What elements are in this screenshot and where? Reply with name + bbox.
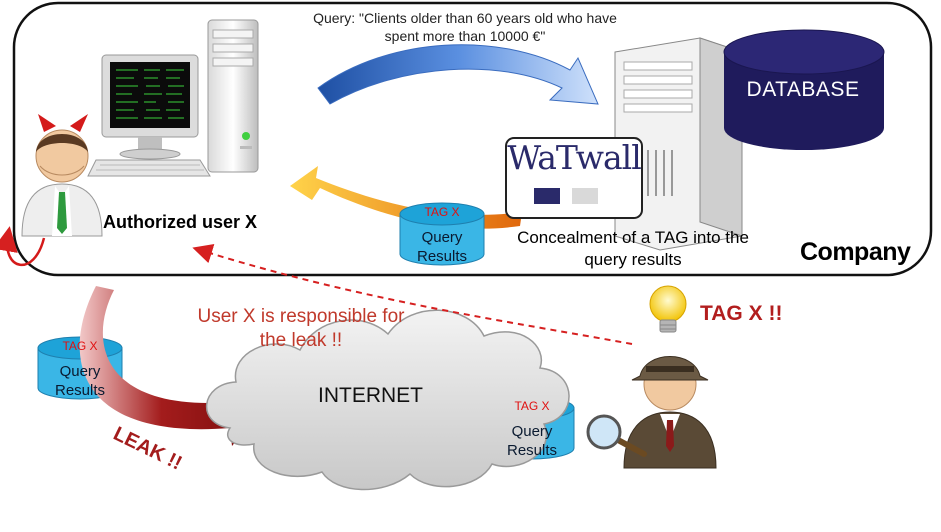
cylinder-line2: Results (416, 248, 468, 265)
responsible-text: User X is responsible for the leak !! (197, 306, 405, 351)
cylinder-line1: Query (421, 229, 463, 246)
cylinder-line1: Query (511, 423, 553, 440)
watwall-logo: WaTwall (507, 138, 642, 177)
query-text: Query: "Clients older than 60 years old … (313, 10, 617, 44)
watwall-card (505, 137, 643, 219)
cloud-icon (205, 309, 570, 491)
cylinder-label: Query Results (400, 228, 484, 266)
cylinder-tag: TAG X (424, 205, 460, 219)
cylinder-company (399, 202, 485, 266)
cylinder-tag: TAG X (514, 399, 550, 413)
leak-label: LEAK !! (110, 423, 186, 475)
database-icon (723, 29, 885, 150)
lightbulb-icon (649, 285, 687, 333)
query-arrow (317, 44, 599, 105)
concealment-text: Concealment of a TAG into the query resu… (517, 228, 749, 269)
tag-alert: TAG X !! (700, 302, 783, 325)
cylinder-line1: Query (59, 363, 101, 380)
cylinder-line2: Results (506, 442, 558, 459)
cylinder-label: Query Results (490, 422, 574, 460)
company-label: Company (800, 238, 911, 266)
cylinder-label: Query Results (38, 362, 122, 400)
computer-icon (87, 19, 259, 177)
cylinder-tag: TAG X (62, 339, 98, 353)
devil-tail (0, 226, 46, 267)
magnifier-icon (586, 414, 647, 457)
database-label: DATABASE (746, 78, 860, 101)
trace-arrow (192, 244, 633, 345)
internet-label: INTERNET (318, 384, 423, 407)
authorized-user-label: Authorized user X (103, 212, 258, 232)
devil-user-icon (21, 114, 103, 237)
cylinder-line2: Results (54, 382, 106, 399)
